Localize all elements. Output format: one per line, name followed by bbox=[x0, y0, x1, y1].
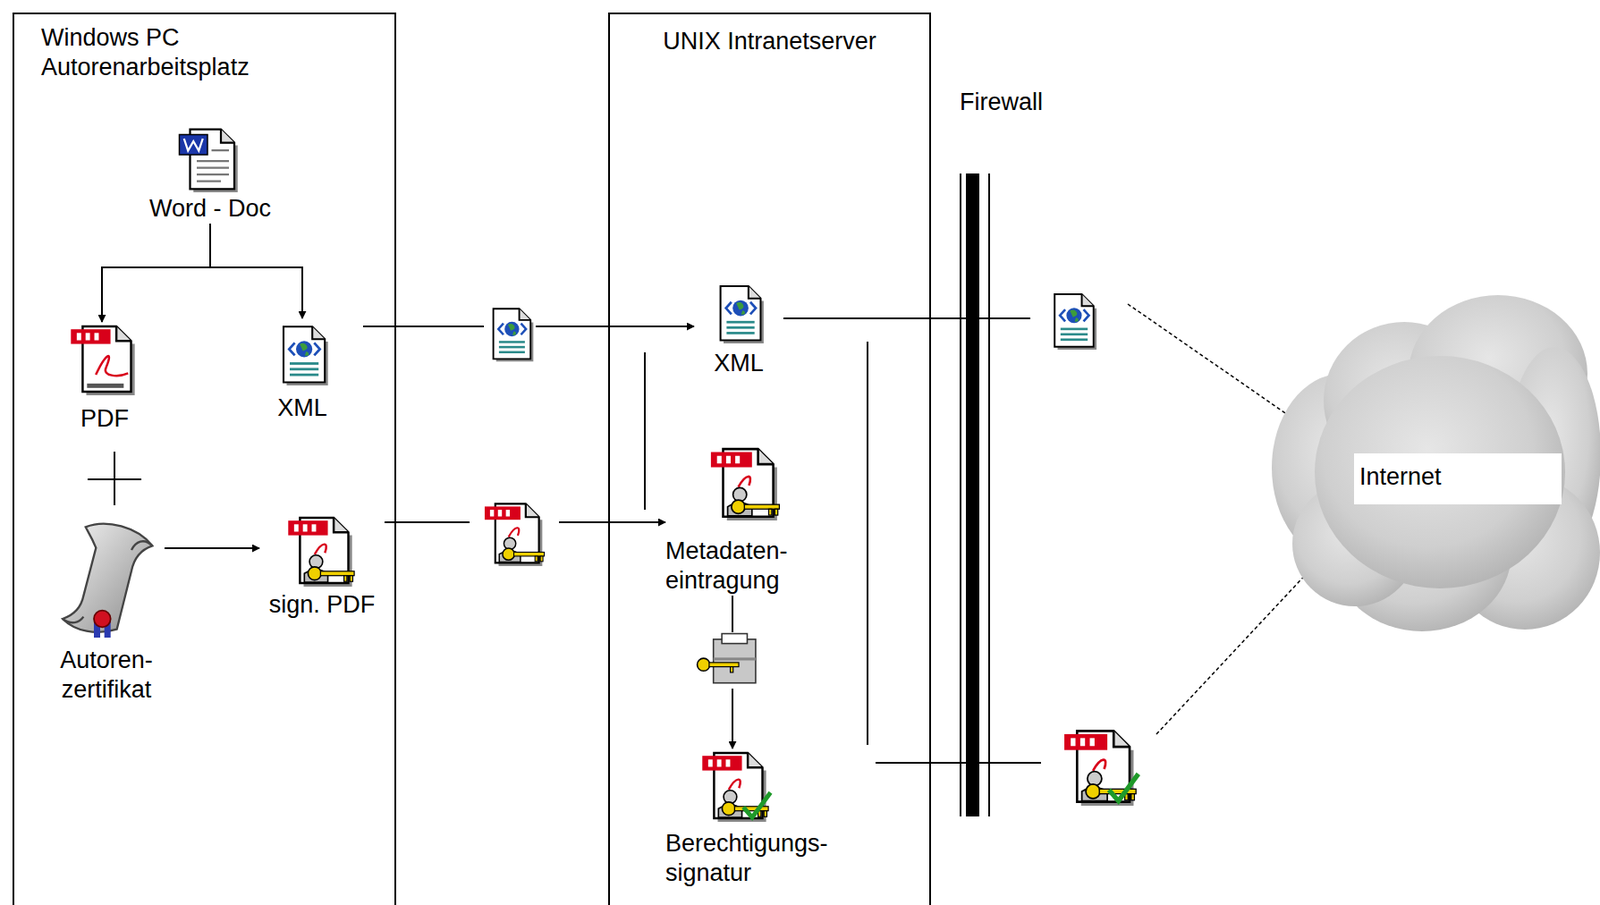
system-title: UNIX Intranetserver bbox=[615, 26, 924, 57]
document-icon: Autoren- zertifikat bbox=[48, 518, 165, 705]
xml-icon bbox=[493, 308, 533, 361]
connector-line bbox=[875, 761, 1042, 764]
plus-sign bbox=[87, 451, 142, 506]
connector bbox=[164, 548, 260, 550]
joining-line bbox=[866, 341, 869, 745]
system-box: UNIX IntranetserverXML Metadaten- eintrag… bbox=[608, 12, 932, 905]
cloud-label: Internet bbox=[1354, 453, 1562, 505]
system-box: Windows PC AutorenarbeitsplatzWord - Doc… bbox=[12, 12, 397, 905]
signing-machine-icon bbox=[697, 634, 756, 684]
firewall-symbol bbox=[960, 173, 990, 817]
connector-line bbox=[164, 547, 260, 550]
document-icon: Word - Doc bbox=[134, 125, 287, 224]
icon-label: XML bbox=[241, 393, 364, 424]
icon-graphic bbox=[270, 513, 373, 587]
connector bbox=[101, 223, 211, 322]
icon-label: sign. PDF bbox=[259, 590, 385, 620]
icon-label: XML bbox=[694, 348, 784, 379]
icon-label: Metadaten- eintragung bbox=[665, 536, 827, 596]
icon-graphic bbox=[696, 444, 796, 521]
connector-line bbox=[783, 317, 1031, 320]
connector-line bbox=[101, 223, 211, 322]
icon-graphic bbox=[685, 748, 788, 822]
internet-cloud: Internet bbox=[1269, 284, 1600, 635]
icon-label: Word - Doc bbox=[134, 194, 287, 224]
icon-label: PDF bbox=[55, 404, 154, 434]
icon-label: Berechtigungs- signatur bbox=[665, 829, 876, 889]
document-icon: sign. PDF bbox=[259, 513, 385, 620]
icon-graphic bbox=[708, 279, 770, 348]
approved-pdf-icon bbox=[1064, 730, 1139, 805]
signed-pdf-icon bbox=[484, 503, 545, 565]
icon-graphic bbox=[270, 318, 334, 390]
icon-graphic bbox=[173, 125, 247, 193]
document-icon: PDF bbox=[55, 321, 154, 434]
system-title: Windows PC Autorenarbeitsplatz bbox=[41, 23, 310, 83]
document-icon: XML bbox=[694, 279, 784, 379]
icon-label: Autoren- zertifikat bbox=[48, 645, 165, 705]
icon-graphic bbox=[53, 518, 160, 644]
document-icon: Berechtigungs- signatur bbox=[665, 748, 876, 889]
firewall-label: Firewall bbox=[959, 87, 1043, 118]
document-icon: XML bbox=[241, 318, 364, 424]
icon-graphic bbox=[64, 321, 145, 396]
connector bbox=[210, 223, 303, 319]
xml-icon bbox=[1054, 294, 1096, 349]
connector-line bbox=[210, 223, 303, 319]
document-icon: Metadaten- eintragung bbox=[665, 444, 827, 596]
joining-line bbox=[643, 352, 646, 510]
